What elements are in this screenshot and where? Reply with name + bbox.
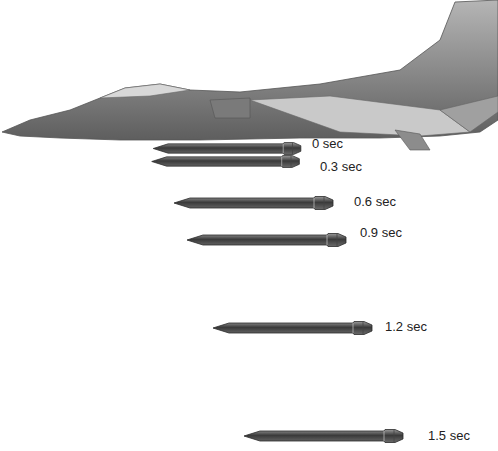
time-label: 0 sec (312, 137, 343, 151)
time-label: 1.5 sec (428, 429, 470, 443)
jet-aircraft (2, 0, 498, 150)
time-label: 1.2 sec (385, 320, 427, 334)
stores (152, 142, 403, 442)
time-label: 0.3 sec (320, 160, 362, 174)
time-label: 0.9 sec (360, 226, 402, 240)
time-label: 0.6 sec (354, 195, 396, 209)
